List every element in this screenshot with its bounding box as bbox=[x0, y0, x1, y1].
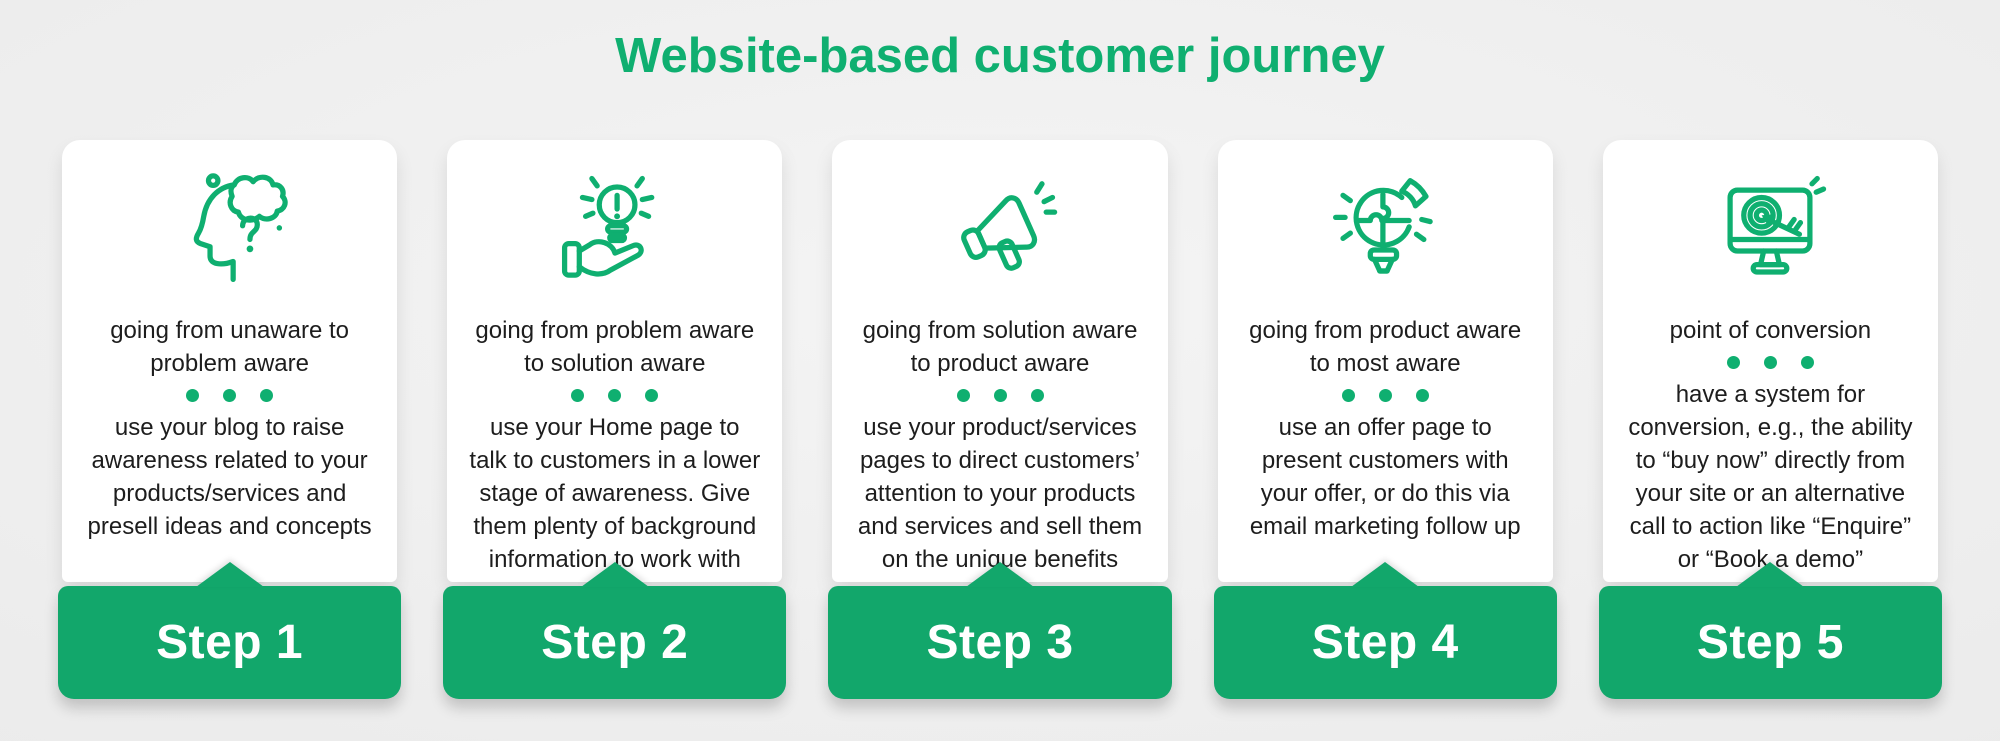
step-card-1: going from unaware to problem aware use … bbox=[58, 140, 402, 699]
banner-notch-icon bbox=[1351, 562, 1420, 587]
dot bbox=[608, 389, 622, 402]
dot bbox=[1378, 389, 1392, 402]
card-heading: going from solution aware to product awa… bbox=[862, 317, 1138, 377]
banner-notch-icon bbox=[966, 562, 1034, 587]
card-description: use your blog to raise awareness related… bbox=[87, 414, 372, 540]
dot bbox=[1763, 356, 1777, 369]
monitor-target-icon bbox=[1707, 154, 1833, 306]
megaphone-icon bbox=[937, 154, 1063, 306]
dot bbox=[956, 389, 970, 402]
step-label: Step 1 bbox=[156, 616, 304, 669]
page-title: Website-based customer journey bbox=[615, 29, 1385, 83]
hand-lightbulb-icon bbox=[552, 154, 678, 306]
step-banner: Step 2 bbox=[443, 562, 787, 699]
step-card-4: going from product aware to most aware u… bbox=[1213, 140, 1557, 699]
banner-notch-icon bbox=[1736, 562, 1805, 587]
card-description: use your product/services pages to direc… bbox=[857, 414, 1143, 573]
dots-separator bbox=[1341, 389, 1429, 402]
card-body: going from product aware to most aware u… bbox=[1217, 140, 1553, 582]
step-label: Step 5 bbox=[1696, 616, 1844, 669]
step-card-5: point of conversion have a system for co… bbox=[1598, 140, 1943, 699]
card-heading: point of conversion bbox=[1669, 317, 1872, 344]
step-banner: Step 5 bbox=[1598, 562, 1943, 699]
card-body: point of conversion have a system for co… bbox=[1602, 140, 1939, 582]
card-heading: going from unaware to problem aware bbox=[110, 317, 349, 377]
card-heading: going from problem aware to solution awa… bbox=[475, 317, 755, 377]
step-label: Step 4 bbox=[1311, 616, 1459, 669]
puzzle-lightbulb-icon bbox=[1322, 154, 1448, 306]
dot bbox=[260, 389, 274, 402]
card-description: have a system for conversion, e.g., the … bbox=[1628, 381, 1913, 573]
dot bbox=[1415, 389, 1429, 402]
dots-separator bbox=[1726, 356, 1814, 369]
dots-separator bbox=[571, 389, 659, 402]
dot bbox=[186, 389, 200, 402]
dots-separator bbox=[186, 389, 274, 402]
card-description: use your Home page to talk to customers … bbox=[469, 414, 761, 573]
card-body: going from unaware to problem aware use … bbox=[62, 140, 398, 582]
card-heading: going from product aware to most aware bbox=[1249, 317, 1522, 377]
step-label: Step 2 bbox=[541, 616, 689, 669]
dot bbox=[223, 389, 237, 402]
banner-notch-icon bbox=[195, 562, 264, 587]
dot bbox=[1726, 356, 1740, 369]
step-banner: Step 3 bbox=[828, 562, 1172, 699]
card-body: going from problem aware to solution awa… bbox=[447, 140, 783, 582]
dot bbox=[645, 389, 659, 402]
step-label: Step 3 bbox=[926, 616, 1074, 669]
dots-separator bbox=[956, 389, 1044, 402]
dot bbox=[1800, 356, 1814, 369]
card-description: use an offer page to present customers w… bbox=[1249, 414, 1521, 540]
step-banner: Step 1 bbox=[58, 562, 402, 699]
journey-cards: going from unaware to problem aware use … bbox=[58, 140, 1943, 699]
step-banner: Step 4 bbox=[1213, 562, 1557, 699]
card-body: going from solution aware to product awa… bbox=[832, 140, 1168, 582]
dot bbox=[571, 389, 585, 402]
step-card-2: going from problem aware to solution awa… bbox=[443, 140, 787, 699]
step-card-3: going from solution aware to product awa… bbox=[828, 140, 1172, 699]
head-question-icon bbox=[167, 154, 293, 306]
banner-notch-icon bbox=[580, 562, 649, 587]
dot bbox=[993, 389, 1007, 402]
dot bbox=[1030, 389, 1044, 402]
dot bbox=[1341, 389, 1355, 402]
